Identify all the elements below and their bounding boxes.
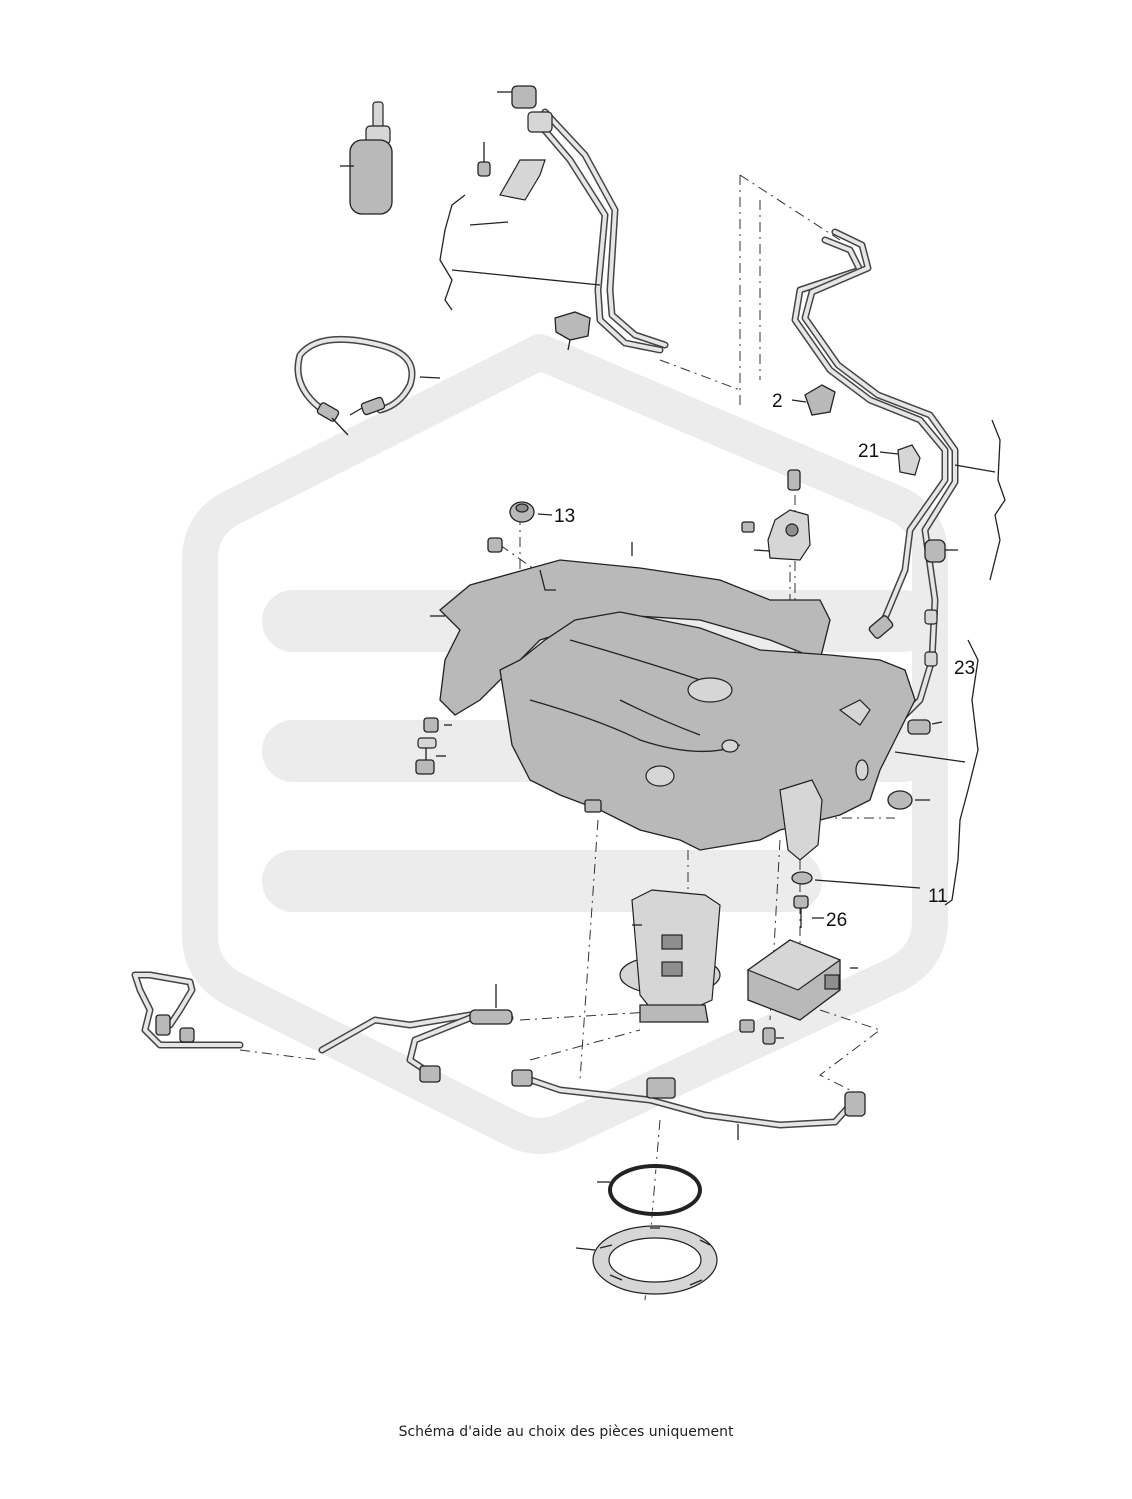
part-number-23: 23 xyxy=(954,658,975,679)
part-number-26: 26 xyxy=(826,910,847,931)
tank-bracket xyxy=(741,469,811,561)
part-number-11: 11 xyxy=(928,886,948,907)
part-number-2: 2 xyxy=(772,391,783,412)
fuel-supply-lines xyxy=(497,85,669,354)
clip-2: 2 xyxy=(772,384,836,416)
return-fuel-lines xyxy=(791,228,1006,744)
diagram-caption: Schéma d'aide au choix des pièces unique… xyxy=(398,1424,734,1440)
pipe-bracket-top xyxy=(439,142,601,311)
wiring-harness-pump xyxy=(511,1069,866,1140)
tank-bolts-left xyxy=(415,615,452,775)
grommet-13: 13 xyxy=(487,501,575,553)
part-number-13: 13 xyxy=(554,506,575,527)
fuel-tank xyxy=(499,611,916,861)
wiring-harness-left xyxy=(131,971,514,1083)
bolt-26: 26 xyxy=(793,895,847,931)
locking-ring xyxy=(575,1225,718,1295)
clip-21: 21 xyxy=(858,441,921,476)
part-number-21: 21 xyxy=(858,441,879,462)
seal-ring xyxy=(597,1164,702,1216)
tank-hardware-right: 23 xyxy=(887,639,979,906)
heat-shield xyxy=(439,542,831,716)
fuel-pump-module xyxy=(619,889,721,1023)
breather-hose xyxy=(294,335,441,436)
washer-11: 11 xyxy=(791,871,948,907)
fuel-filter xyxy=(340,101,393,215)
pipe-clip xyxy=(554,311,591,351)
fuel-pump-control-unit xyxy=(739,939,858,1045)
